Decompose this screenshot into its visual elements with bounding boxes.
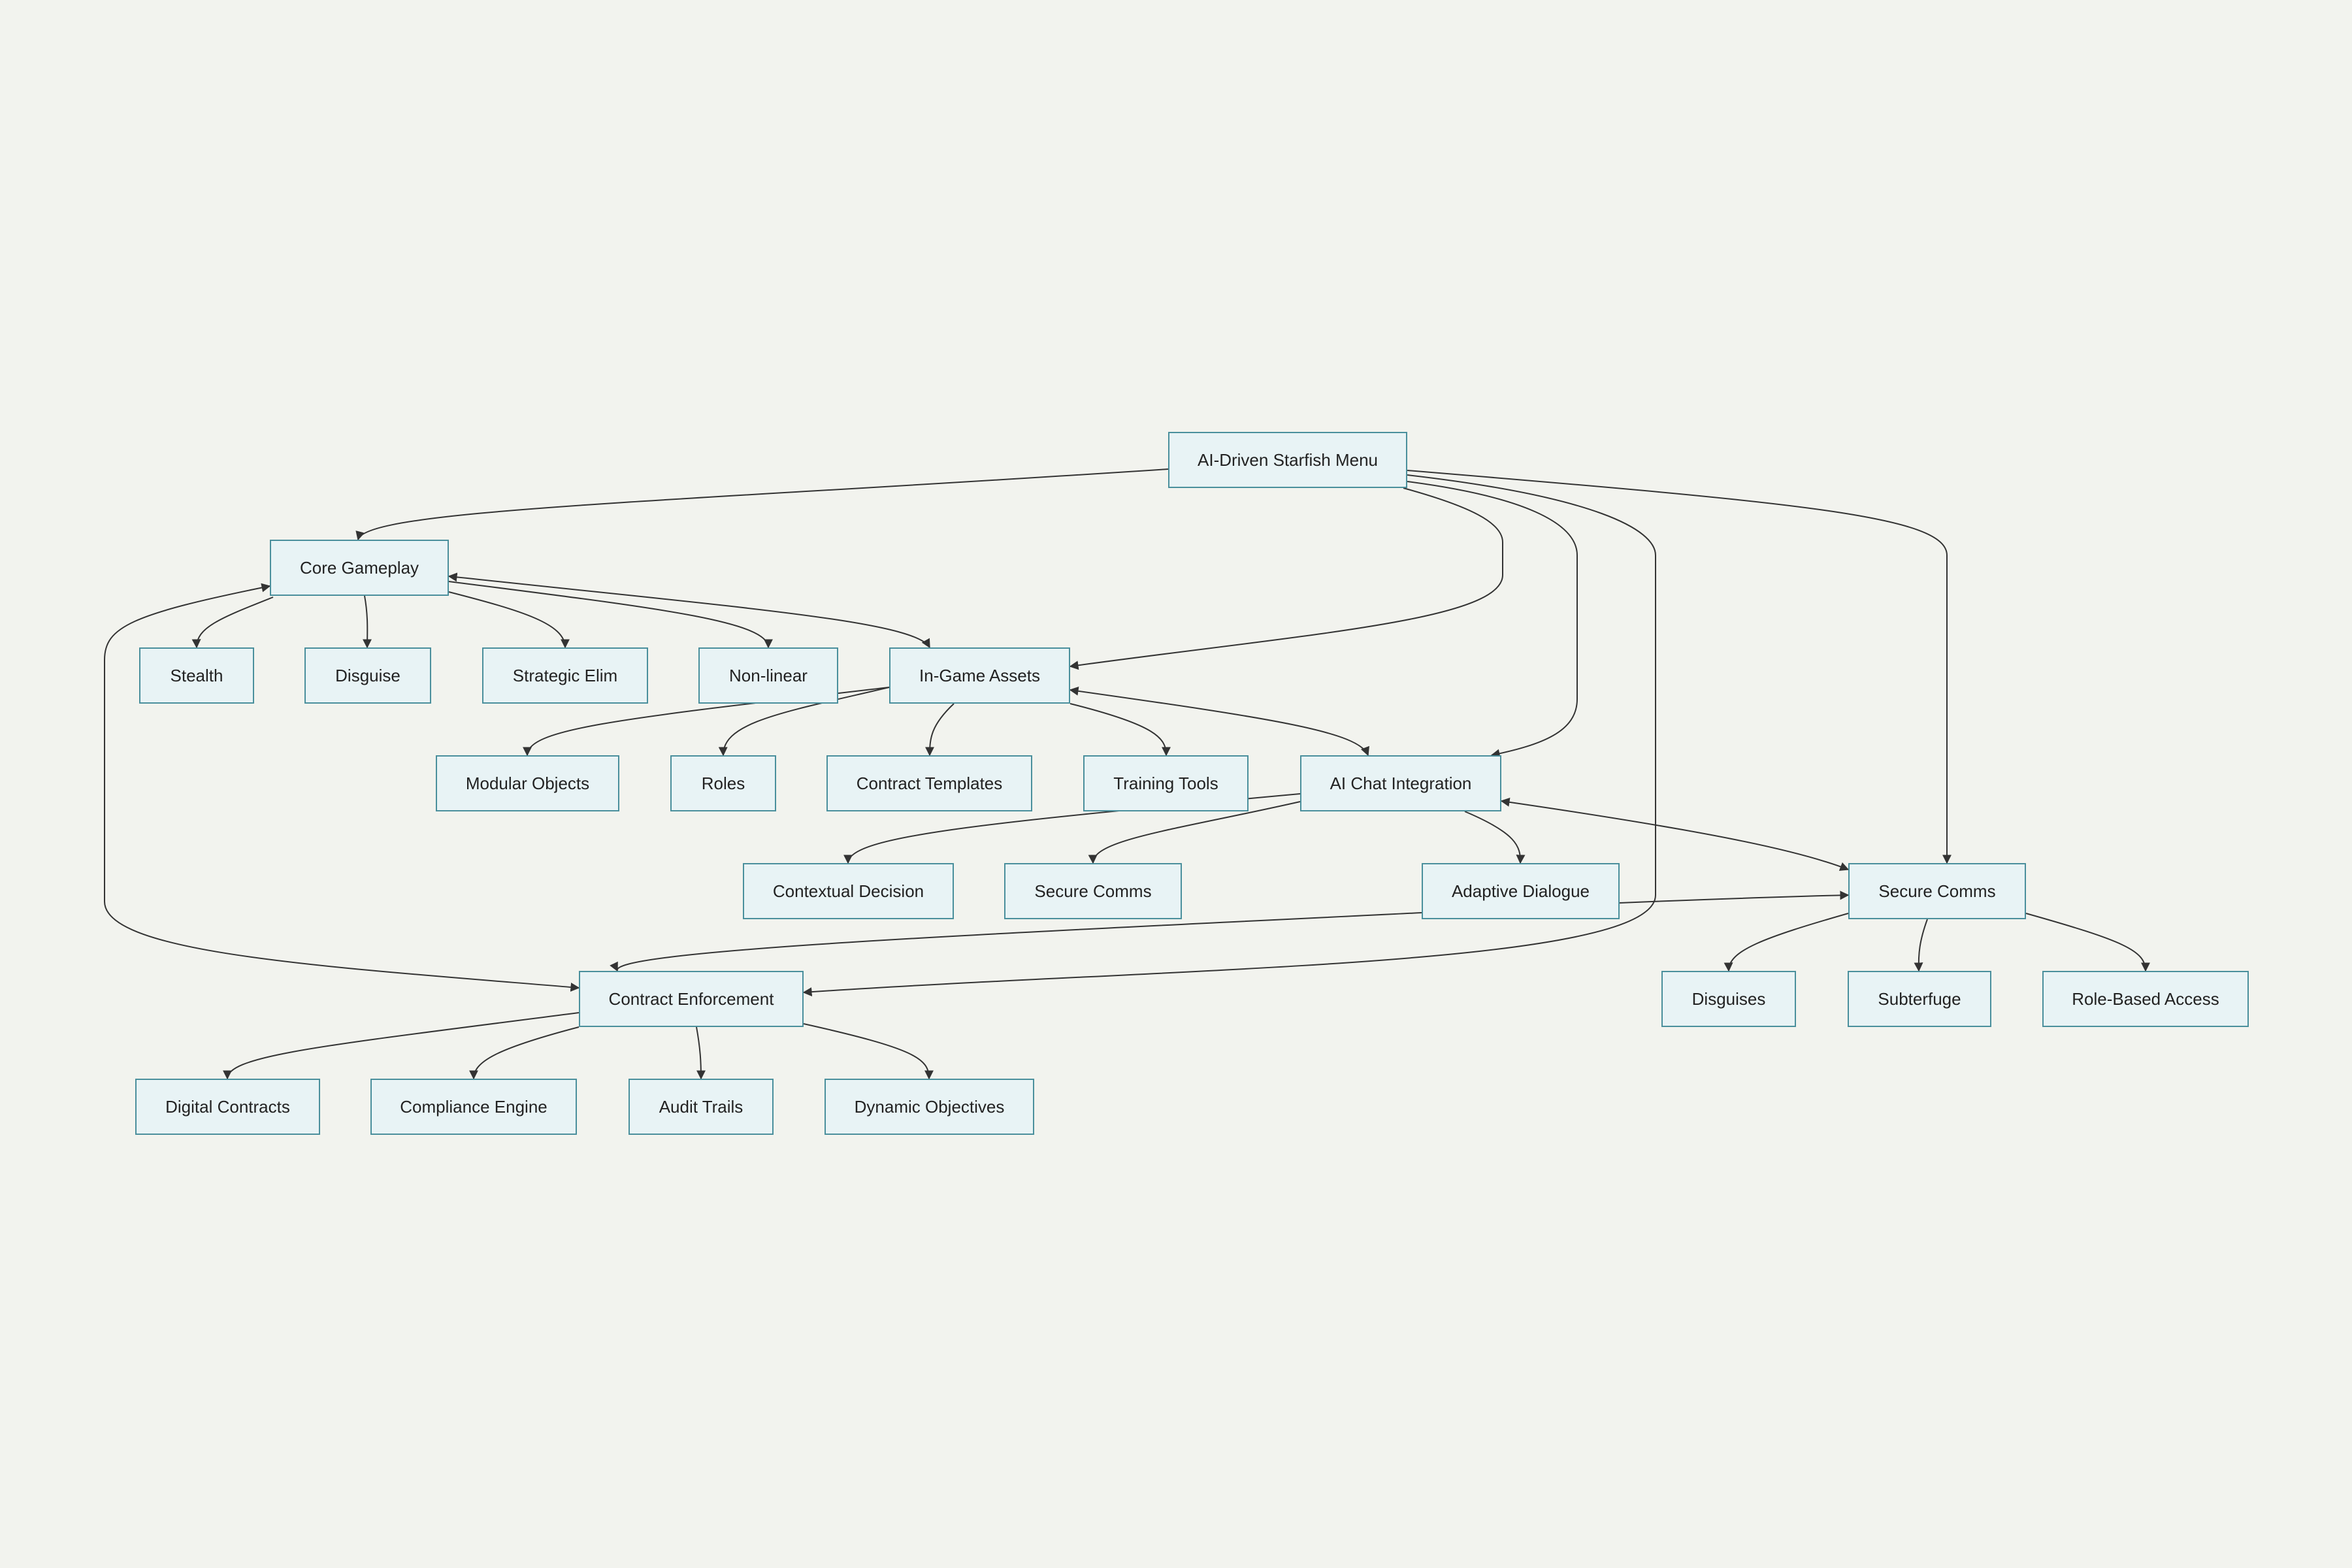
node-modular-objects[interactable]: Modular Objects <box>436 755 619 811</box>
node-core-gameplay[interactable]: Core Gameplay <box>270 540 449 596</box>
edge-assets-aichat <box>1069 686 1369 757</box>
edge-core-assets <box>448 572 930 649</box>
edge-root-core <box>355 468 1169 541</box>
edge-assets-roles <box>718 687 890 757</box>
node-contract-templates[interactable]: Contract Templates <box>826 755 1032 811</box>
edge-enforcement-compliance <box>469 1026 580 1080</box>
edge-enforcement-audit <box>696 1026 706 1080</box>
edge-root-securecomms <box>1407 470 1952 864</box>
edge-enforcement-dynamic <box>803 1023 934 1080</box>
edge-root-enforcement <box>802 474 1656 997</box>
node-compliance-engine[interactable]: Compliance Engine <box>370 1079 577 1135</box>
node-dynamic-objectives[interactable]: Dynamic Objectives <box>825 1079 1034 1135</box>
edge-securecomms2-disguises <box>1723 913 1849 972</box>
node-non-linear[interactable]: Non-linear <box>698 647 838 704</box>
node-role-based-access[interactable]: Role-Based Access <box>2042 971 2249 1027</box>
edge-assets-training <box>1070 703 1171 757</box>
edge-securecomms2-rolebased <box>2025 913 2150 972</box>
node-in-game-assets[interactable]: In-Game Assets <box>889 647 1070 704</box>
edge-adaptive-enforcement <box>610 912 1422 972</box>
node-stealth[interactable]: Stealth <box>139 647 254 704</box>
node-audit-trails[interactable]: Audit Trails <box>629 1079 774 1135</box>
edge-aichat-adaptive <box>1464 811 1526 864</box>
node-training-tools[interactable]: Training Tools <box>1083 755 1249 811</box>
edge-root-aichat <box>1407 481 1578 759</box>
node-digital-contracts[interactable]: Digital Contracts <box>135 1079 320 1135</box>
node-disguise[interactable]: Disguise <box>304 647 431 704</box>
node-adaptive-dialogue[interactable]: Adaptive Dialogue <box>1422 863 1620 919</box>
edge-aichat-securecomms2 <box>1500 797 1850 871</box>
edge-core-enforcement <box>104 583 580 992</box>
edge-assets-templates <box>925 703 955 757</box>
node-subterfuge[interactable]: Subterfuge <box>1848 971 1991 1027</box>
edge-securecomms2-subterfuge <box>1914 919 1928 972</box>
edge-core-strategic <box>448 591 570 649</box>
node-ai-chat-integration[interactable]: AI Chat Integration <box>1300 755 1501 811</box>
node-strategic-elim[interactable]: Strategic Elim <box>482 647 648 704</box>
edge-core-stealth <box>191 596 274 649</box>
node-ai-driven-starfish-menu[interactable]: AI-Driven Starfish Menu <box>1168 432 1407 488</box>
edge-enforcement-digital <box>223 1012 580 1080</box>
node-contextual-decision[interactable]: Contextual Decision <box>743 863 954 919</box>
edge-adaptive-securecomms2 <box>1619 890 1850 904</box>
node-secure-comms-chat[interactable]: Secure Comms <box>1004 863 1182 919</box>
edge-core-disguise <box>363 595 372 649</box>
node-roles[interactable]: Roles <box>670 755 776 811</box>
edge-aichat-securecomms1 <box>1088 801 1301 864</box>
edge-root-assets <box>1069 487 1503 670</box>
node-disguises[interactable]: Disguises <box>1661 971 1796 1027</box>
node-secure-comms[interactable]: Secure Comms <box>1848 863 2026 919</box>
edge-core-nonlinear <box>448 581 773 649</box>
node-contract-enforcement[interactable]: Contract Enforcement <box>579 971 804 1027</box>
